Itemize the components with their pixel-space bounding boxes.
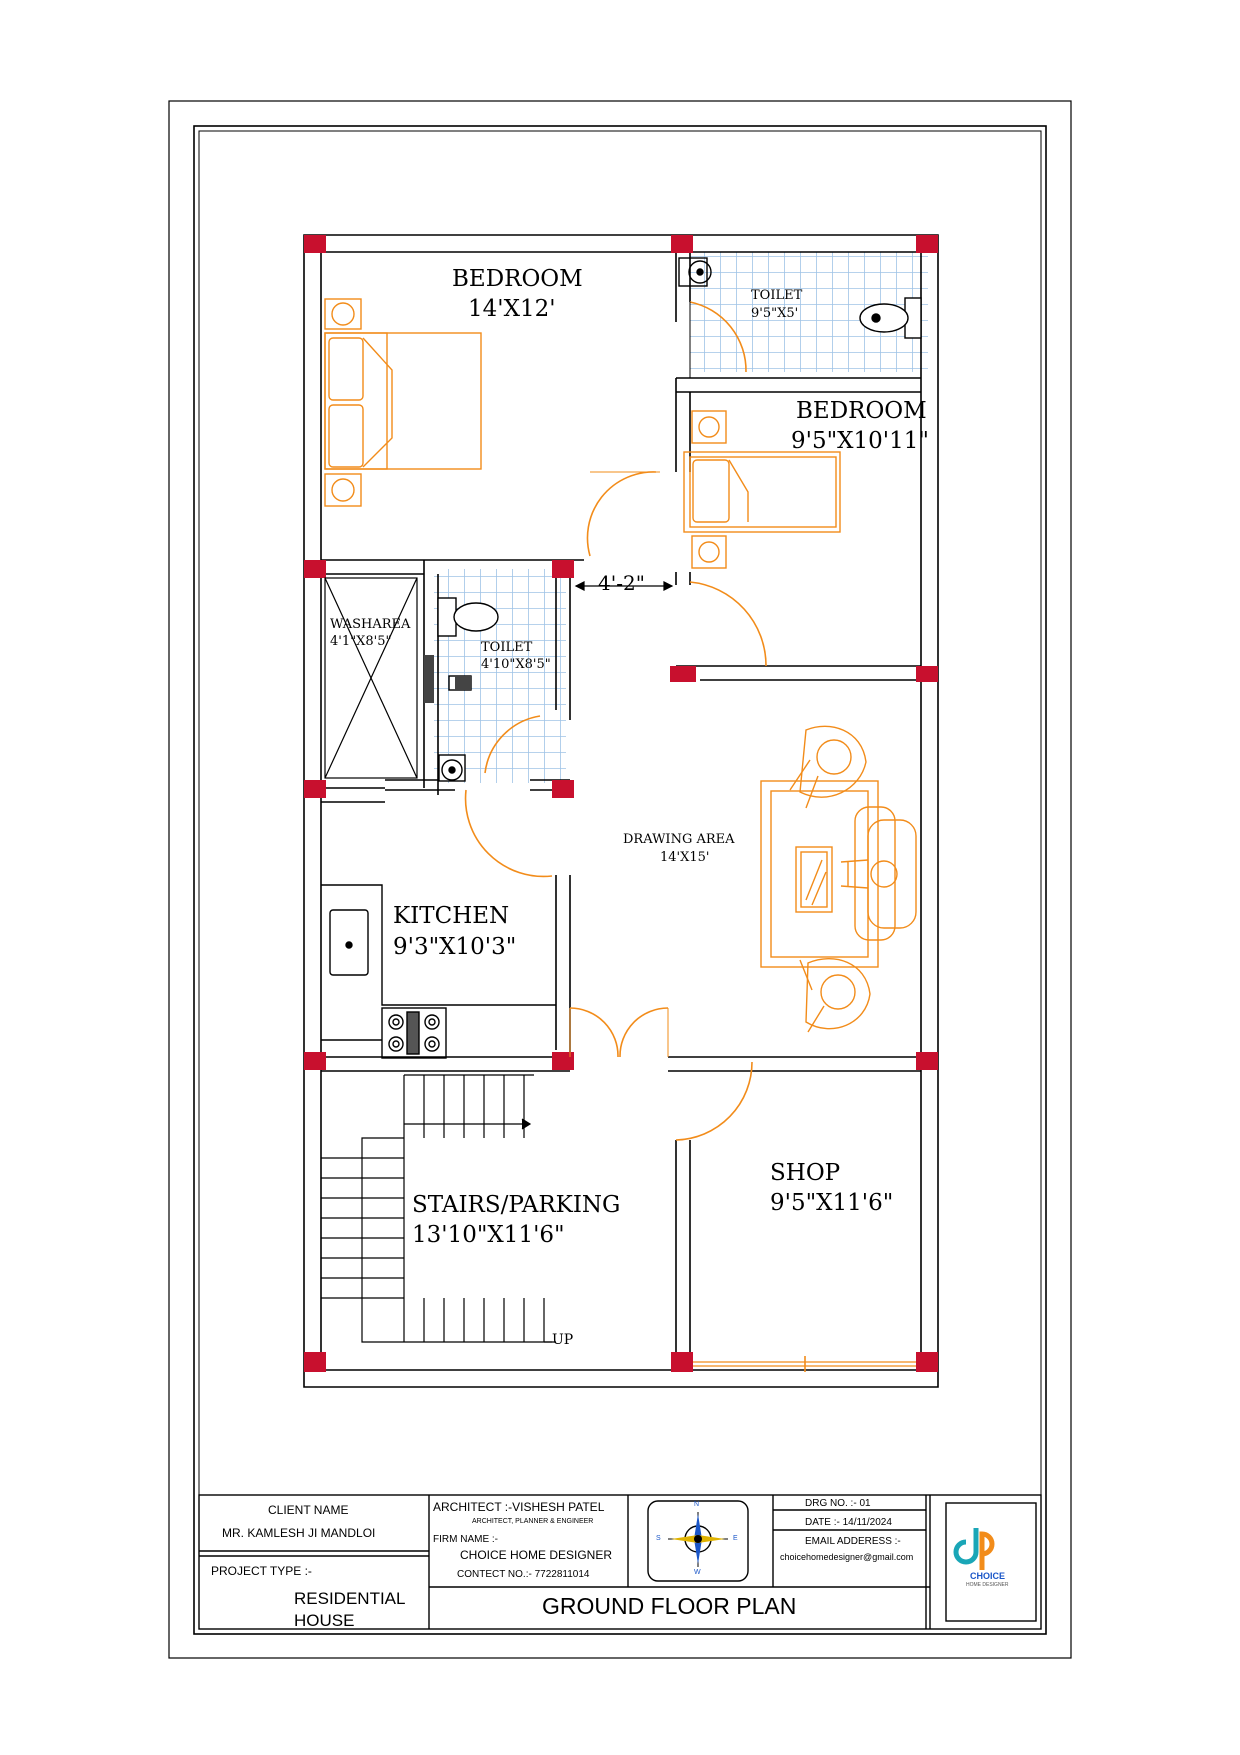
door-bedroom1 — [586, 471, 657, 557]
toilet2-size: 4'10"X8'5" — [481, 657, 551, 672]
washarea-name: WASHAREA — [330, 617, 411, 632]
bedroom2-size: 9'5"X10'11" — [791, 428, 929, 454]
compass-icon — [668, 1512, 728, 1567]
door-bedroom2 — [689, 581, 767, 667]
passage-dimension: 4'-2" — [598, 571, 645, 595]
logo-text: CHOICE — [970, 1571, 1006, 1581]
compass-west: W — [694, 1569, 701, 1576]
stair-up-label: UP — [552, 1332, 574, 1348]
doors — [464, 301, 767, 1141]
tile-floors — [434, 252, 928, 783]
washarea-cross — [324, 577, 418, 779]
client-name: MR. KAMLESH JI MANDLOI — [222, 1526, 376, 1540]
firm-name: CHOICE HOME DESIGNER — [460, 1548, 613, 1562]
washarea-size: 4'1"X8'5" — [330, 634, 392, 649]
door-shop — [675, 1061, 753, 1141]
logo-icon — [953, 1528, 995, 1570]
kitchen-size: 9'3"X10'3" — [393, 934, 517, 960]
bedroom1-furniture — [324, 298, 482, 507]
project-type-line2: HOUSE — [294, 1611, 355, 1630]
drawing-size: 14'X15' — [660, 850, 710, 865]
drawing-title: GROUND FLOOR PLAN — [542, 1593, 797, 1619]
bedroom1-name: BEDROOM — [452, 266, 583, 292]
project-type-label: PROJECT TYPE :- — [211, 1564, 312, 1578]
shop-name: SHOP — [770, 1160, 841, 1186]
door-main — [569, 1007, 669, 1058]
toilet2-name: TOILET — [481, 640, 533, 655]
toilet1-fixtures — [678, 257, 922, 339]
shop-size: 9'5"X11'6" — [770, 1190, 894, 1216]
compass-north: N — [694, 1501, 700, 1508]
staircase — [321, 1074, 556, 1343]
drawing-number: DRG NO. :- 01 — [805, 1498, 871, 1509]
logo-subtext: HOME DESIGNER — [966, 1582, 1009, 1588]
client-label: CLIENT NAME — [268, 1503, 349, 1517]
email-address: choicehomedesigner@gmail.com — [780, 1552, 914, 1562]
toilet2-fixtures — [424, 597, 499, 782]
parking-name: STAIRS/PARKING — [412, 1192, 621, 1218]
bedroom2-furniture — [683, 410, 841, 569]
dimension-line — [574, 581, 674, 591]
door-kitchen — [464, 789, 553, 878]
drawing-name: DRAWING AREA — [623, 832, 735, 847]
contact-number: CONTECT NO.:- 7722811014 — [457, 1569, 590, 1580]
architect-name: ARCHITECT :-VISHESH PATEL — [433, 1500, 605, 1514]
door-toilet1 — [689, 301, 747, 373]
door-toilet2 — [484, 715, 541, 774]
drawing-furniture — [760, 725, 917, 1033]
parking-size: 13'10"X11'6" — [412, 1222, 565, 1248]
compass-south: S — [656, 1535, 661, 1542]
bedroom1-size: 14'X12' — [468, 296, 556, 322]
title-block — [198, 1494, 1042, 1630]
firm-label: FIRM NAME :- — [433, 1534, 498, 1545]
architect-subtitle: ARCHITECT, PLANNER & ENGINEER — [472, 1518, 594, 1525]
drawing-date: DATE :- 14/11/2024 — [805, 1517, 892, 1528]
compass-east: E — [733, 1535, 738, 1542]
toilet1-size: 9'5"X5' — [751, 306, 799, 321]
bedroom2-name: BEDROOM — [796, 398, 927, 424]
columns — [304, 235, 938, 1372]
kitchen-counter — [321, 884, 556, 1059]
kitchen-name: KITCHEN — [393, 903, 510, 929]
email-label: EMAIL ADDERESS :- — [805, 1536, 901, 1547]
project-type-line1: RESIDENTIAL — [294, 1589, 406, 1608]
toilet1-name: TOILET — [751, 288, 803, 303]
